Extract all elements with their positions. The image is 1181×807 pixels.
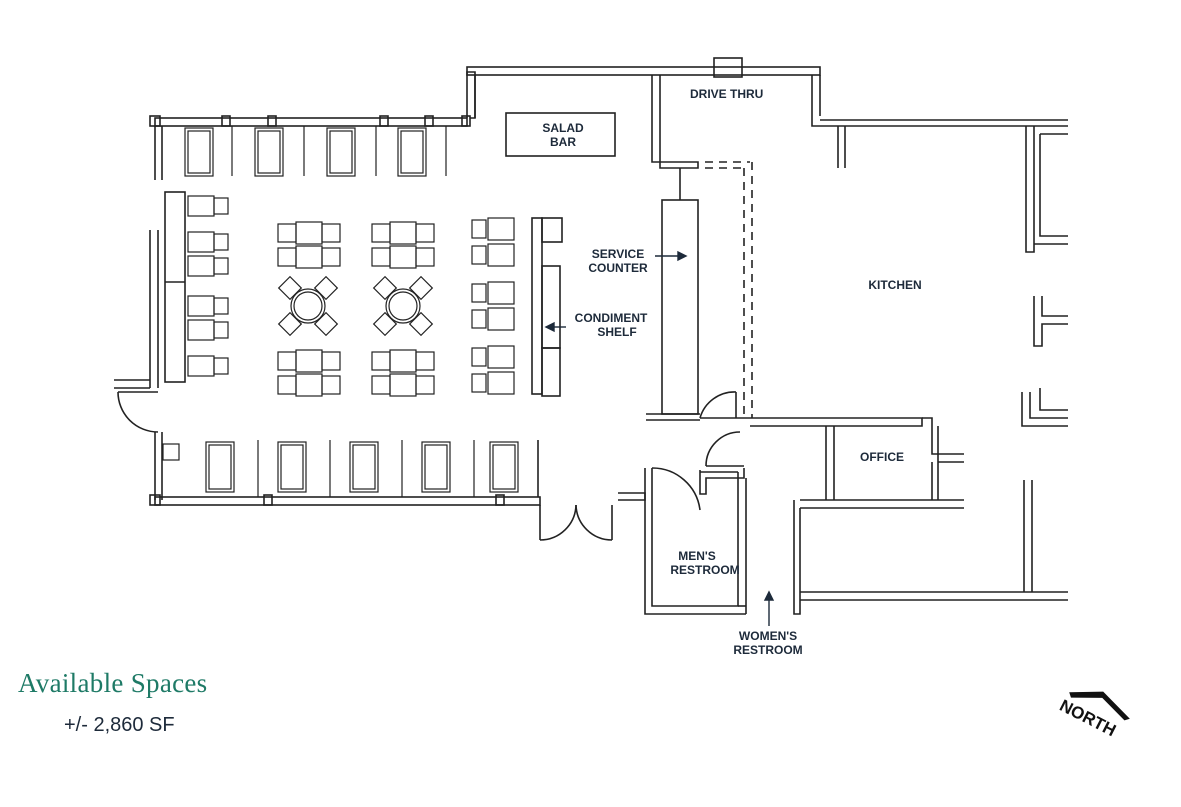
mens-restroom-label-1: MEN'S [678,549,716,563]
condiment-shelf-label-2: SHELF [597,325,636,339]
arrows [544,250,775,626]
mens-restroom-label-2: RESTROOM [670,563,739,577]
north-arrow: NORTH [1057,691,1130,740]
drive-thru-label: DRIVE THRU [690,87,763,101]
service-counter-label-1: SERVICE [592,247,644,261]
salad-bar-label-1: SALAD [542,121,584,135]
womens-restroom-label-1: WOMEN'S [739,629,797,643]
walls [114,57,1068,615]
salad-bar-label-2: BAR [550,135,576,149]
furniture [162,112,616,497]
service-counter-label-2: COUNTER [588,261,648,275]
kitchen-label: KITCHEN [868,278,921,292]
available-spaces-title: Available Spaces [18,668,208,698]
office-label: OFFICE [860,450,904,464]
north-arrow-icon [1069,691,1130,721]
womens-restroom-label-2: RESTROOM [733,643,802,657]
area-square-feet: +/- 2,860 SF [64,714,175,736]
condiment-shelf-label-1: CONDIMENT [575,311,648,325]
